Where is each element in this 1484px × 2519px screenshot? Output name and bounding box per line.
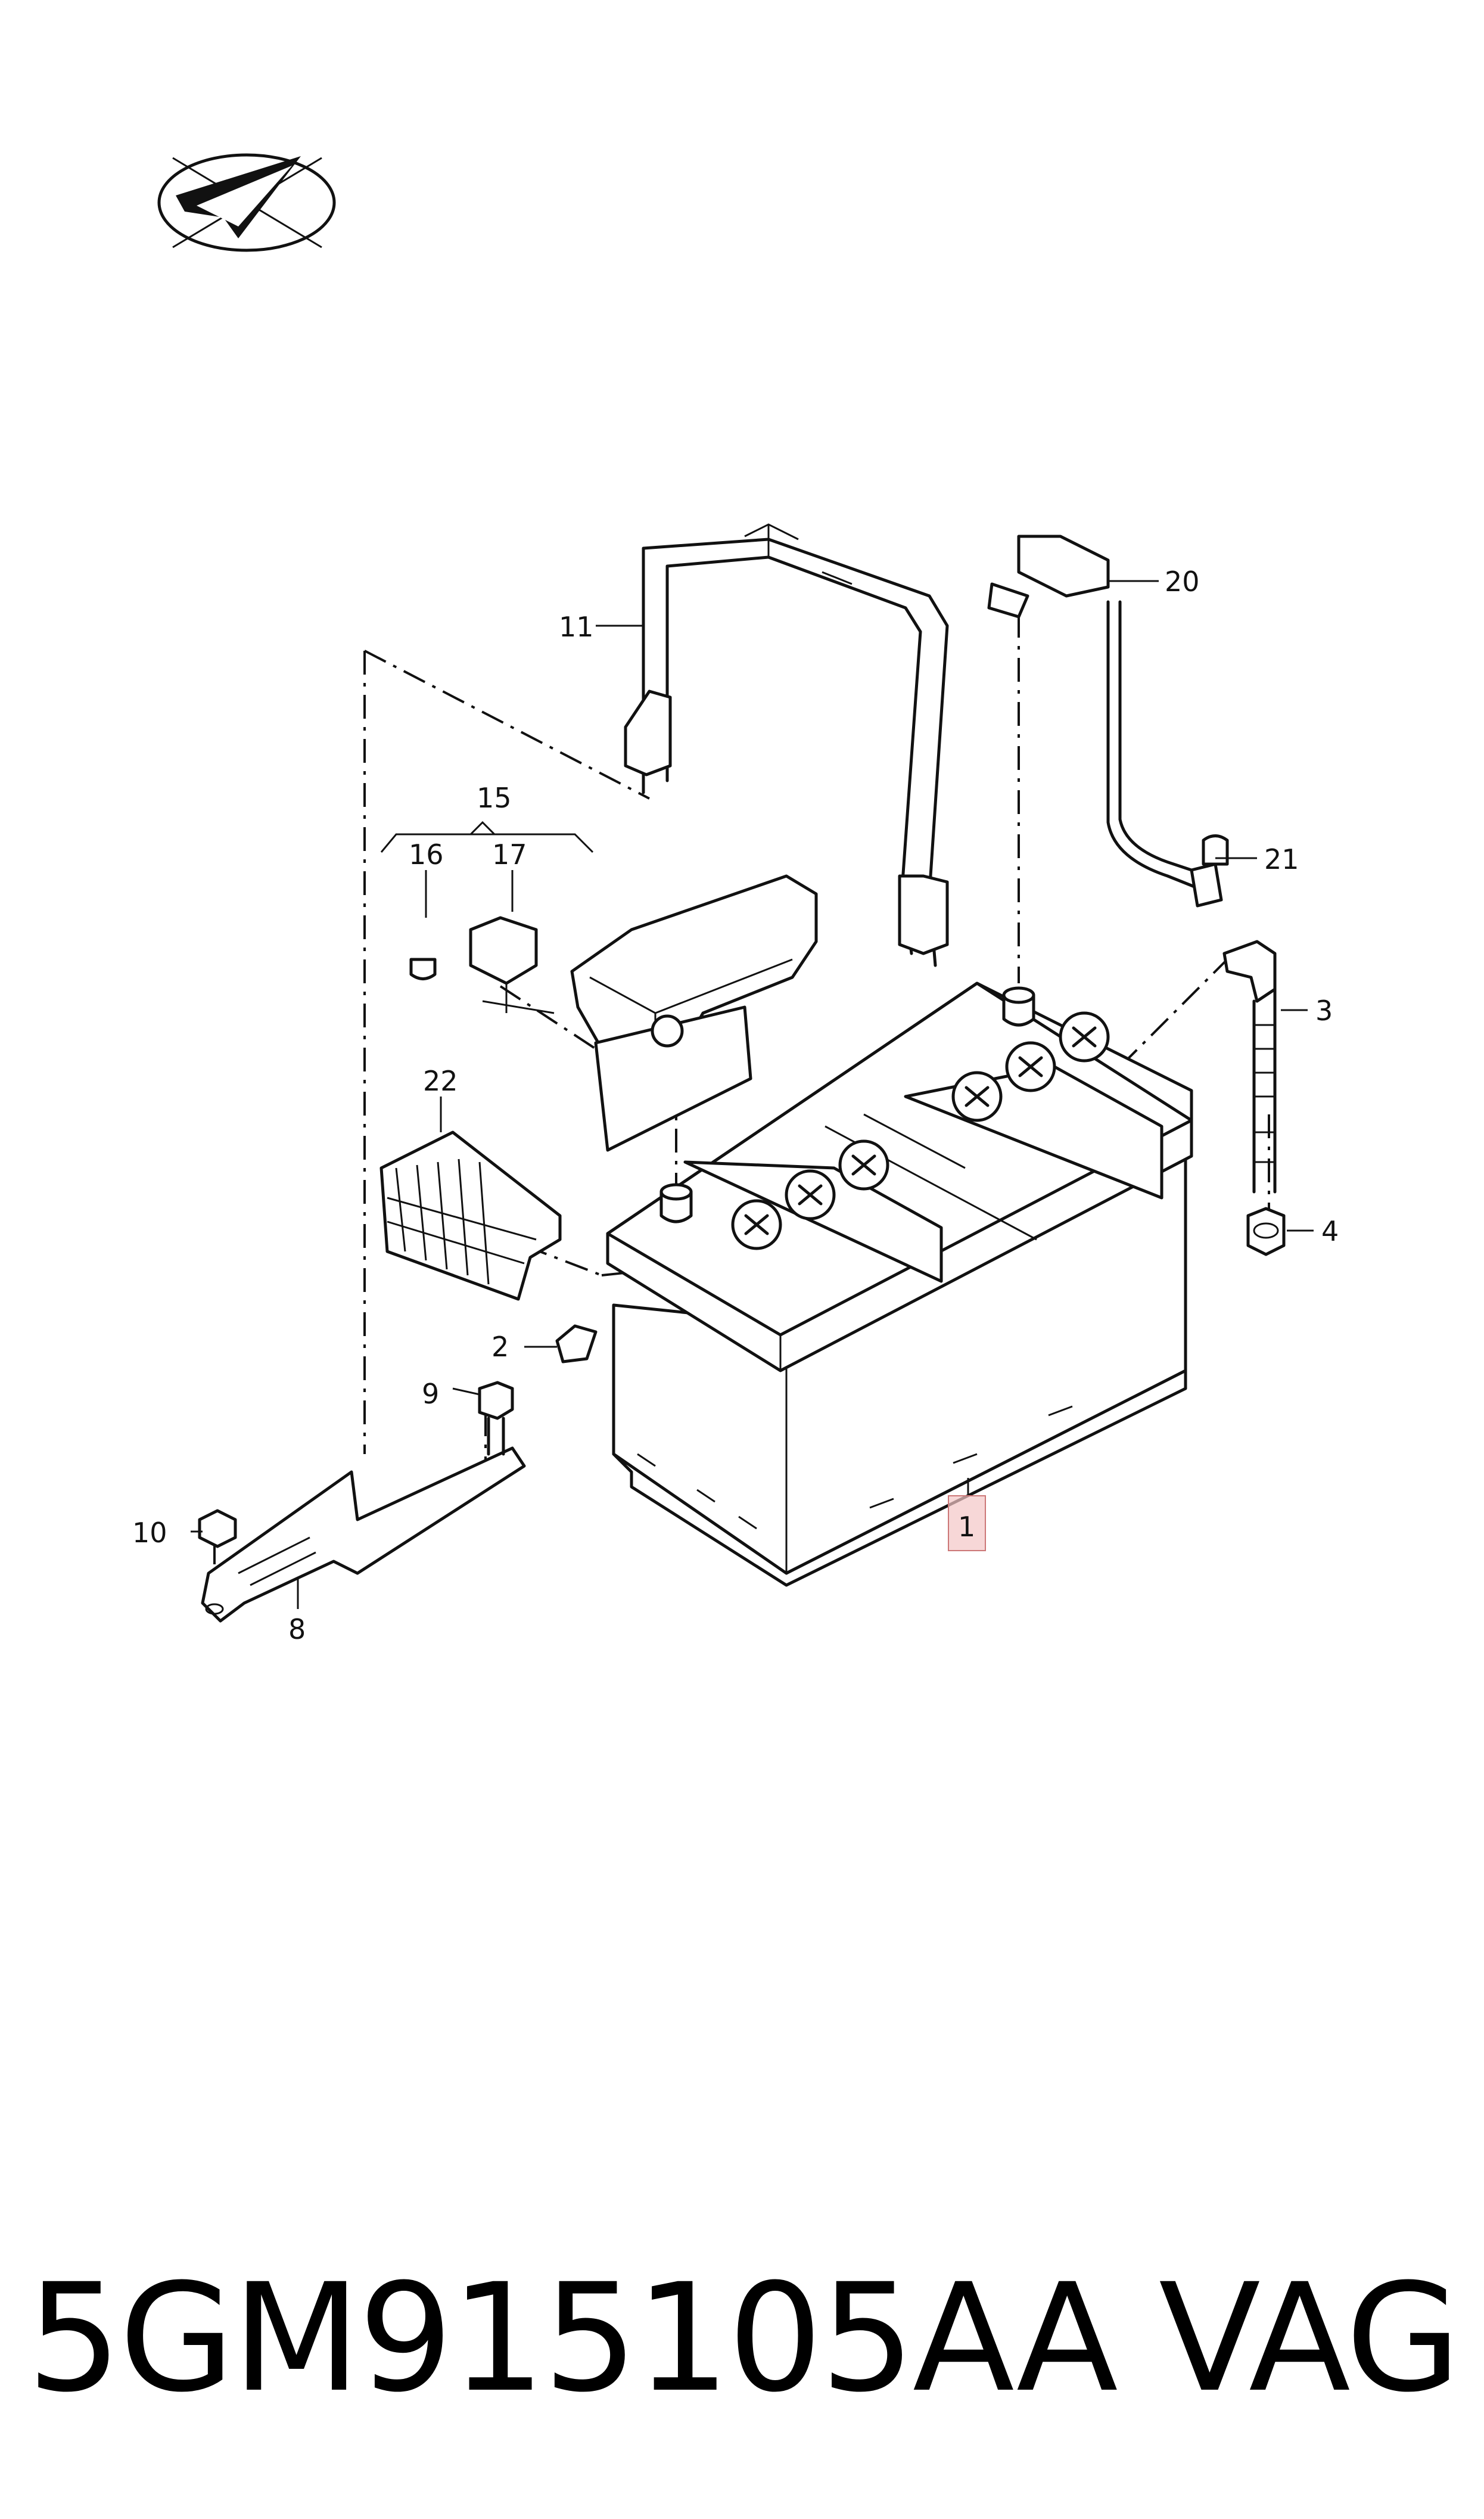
callout-1[interactable]: 1 (958, 1511, 975, 1543)
battery (606, 981, 1193, 1587)
terminal-cover (379, 1130, 562, 1301)
callout-labels: 1 2 3 4 8 9 10 11 15 16 17 20 21 22 (132, 566, 1339, 1645)
callout-21[interactable]: 21 (1264, 843, 1299, 875)
part-number: 5GM915105AA (27, 2251, 1117, 2425)
callout-9[interactable]: 9 (422, 1378, 439, 1410)
callout-20[interactable]: 20 (1165, 566, 1200, 598)
terminal-clamp (409, 874, 818, 1152)
callout-15[interactable]: 15 (477, 782, 512, 814)
drain-plug (555, 1324, 598, 1363)
negative-cable (987, 535, 1229, 908)
callout-22[interactable]: 22 (423, 1065, 458, 1097)
leader-lines (191, 580, 1314, 1609)
callout-10[interactable]: 10 (132, 1517, 167, 1549)
positive-cable (1222, 940, 1286, 1256)
brand-name: VAG (1159, 2251, 1458, 2425)
callout-8[interactable]: 8 (288, 1613, 306, 1645)
callout-4[interactable]: 4 (1321, 1215, 1339, 1247)
callout-16[interactable]: 16 (409, 838, 444, 871)
hold-down-strap (624, 523, 949, 967)
callout-17[interactable]: 17 (492, 838, 527, 871)
callout-11[interactable]: 11 (559, 611, 594, 643)
mounting-bracket (198, 1381, 526, 1623)
callout-2[interactable]: 2 (491, 1331, 509, 1363)
check-mark-ellipse-logo-icon (157, 153, 336, 252)
callout-1-highlight (948, 1495, 986, 1551)
callout-3[interactable]: 3 (1315, 995, 1333, 1027)
